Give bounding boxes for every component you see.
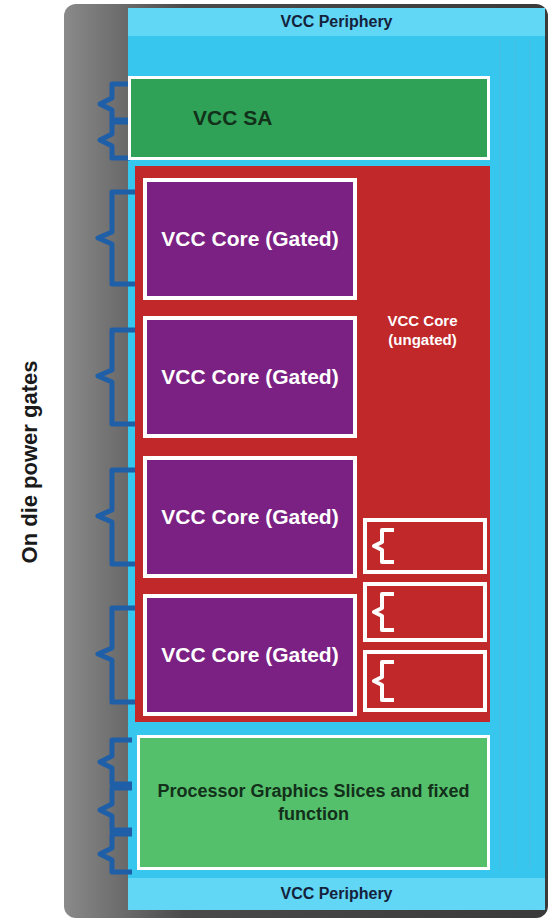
node-text: VCC Core (ungated) [359, 312, 486, 350]
node-text: VCC Core (Gated) [161, 226, 338, 252]
gated-core-box: VCC Core (Gated) [143, 316, 357, 438]
package-frame [64, 4, 548, 918]
side-label: On die power gates [17, 361, 43, 564]
node-text: Processor Graphics Slices and fixed func… [154, 780, 473, 825]
node-text: VCC Periphery [280, 12, 392, 32]
ungated-core-region: VCC Core (ungated) VCC Core (Gated) VCC Co… [135, 166, 490, 722]
gated-core-box: VCC Core (Gated) [143, 594, 357, 716]
graphics-block: Processor Graphics Slices and fixed func… [137, 735, 490, 870]
periphery-band: VCC Periphery [128, 880, 545, 908]
node-text: VCC Core (Gated) [161, 364, 338, 390]
node-text: VCC SA [193, 105, 272, 131]
die-panel [128, 8, 545, 910]
die-texture [500, 40, 530, 870]
periphery-band: VCC Periphery [128, 8, 545, 36]
gated-core-box: VCC Core (Gated) [143, 456, 357, 578]
gated-block [365, 520, 485, 710]
periphery-band [128, 8, 545, 36]
gated-core-box: VCC Core (Gated) [143, 178, 357, 300]
node-text: VCC Periphery [280, 884, 392, 904]
system-agent-rail: VCC SA [128, 76, 490, 160]
node-text: VCC Core (Gated) [161, 642, 338, 668]
block-power-gate [374, 530, 394, 700]
periphery-band [128, 878, 545, 910]
node-text: VCC Core (Gated) [161, 504, 338, 530]
